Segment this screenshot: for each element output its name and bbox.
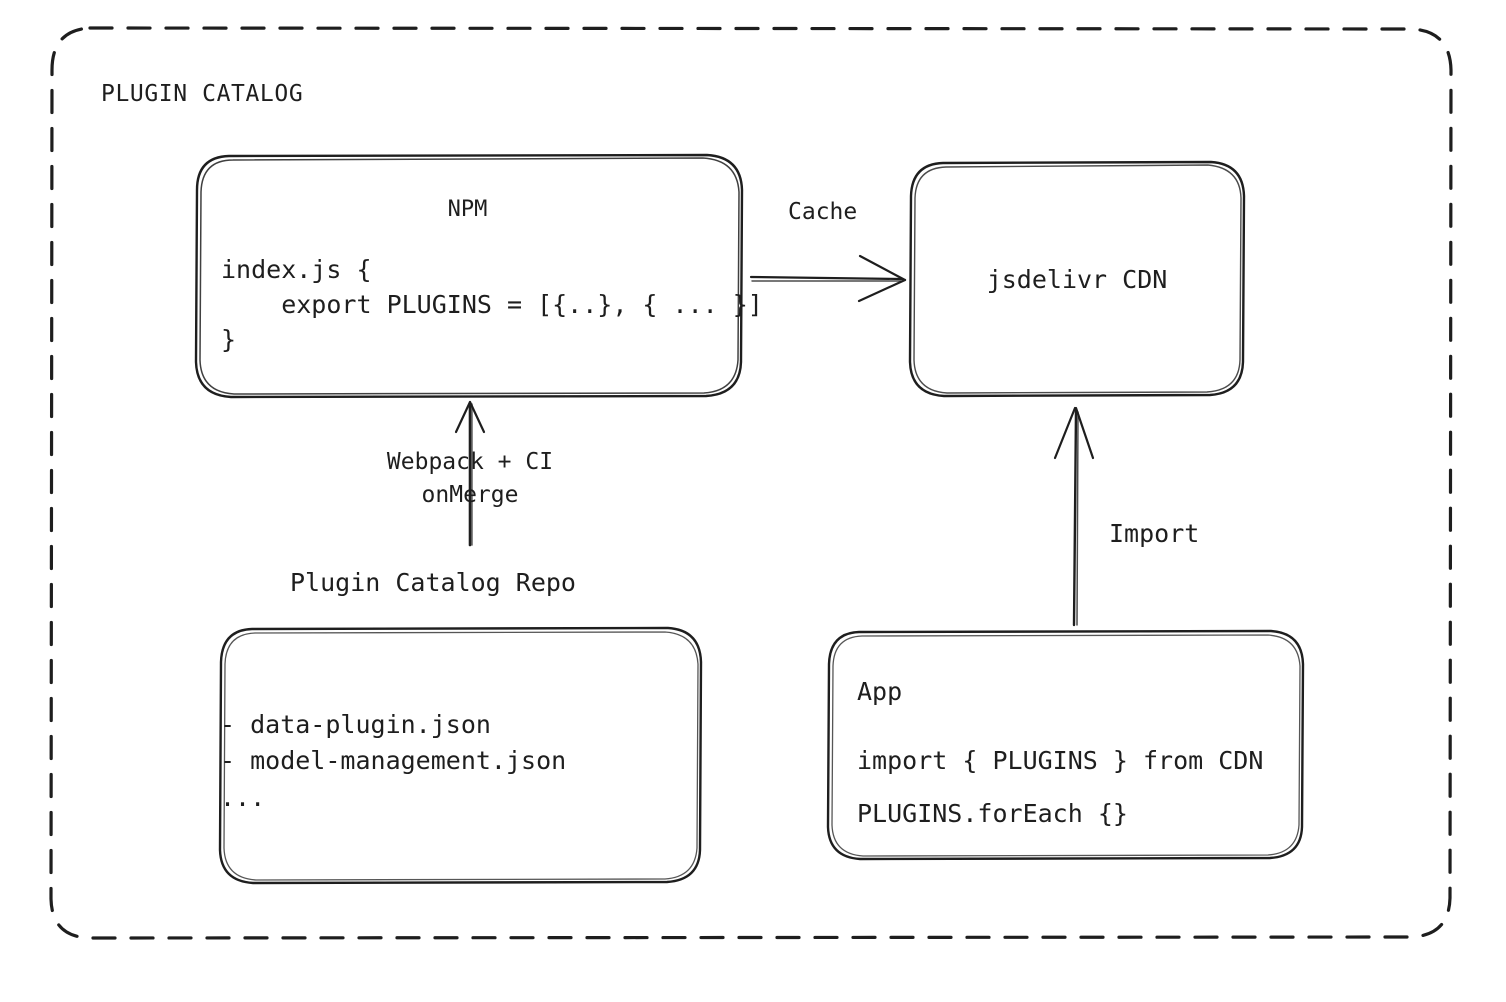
cache-edge-label: Cache [788,199,858,225]
repo-node-file-list: - data-plugin.json - model-management.js… [220,710,567,812]
import-edge-label: Import [1109,519,1200,548]
app-import-line: import { PLUGINS } from CDN [857,746,1264,775]
cache-arrow [749,254,907,303]
webpack-ci-edge-label: Webpack + CI onMerge [386,449,554,508]
cdn-node-title: jsdelivr CDN [986,265,1168,294]
app-node-code: import { PLUGINS } from CDN PLUGINS.forEa… [857,735,1263,840]
npm-node-code: index.js { export PLUGINS = [{..}, { ...… [221,255,763,354]
page-title: PLUGIN CATALOG [101,81,304,107]
app-node-title: App [857,677,903,706]
app-foreach-line: PLUGINS.forEach {} [857,798,1128,828]
repo-node-caption: Plugin Catalog Repo [290,568,576,597]
npm-node-title: NPM [447,197,488,222]
import-arrow [1053,406,1095,627]
